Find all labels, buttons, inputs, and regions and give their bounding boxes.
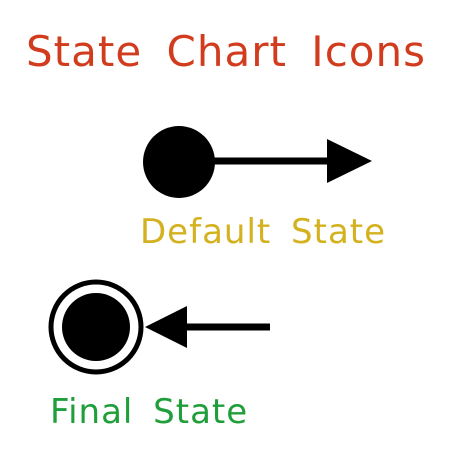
- initial-state-dot: [143, 126, 215, 198]
- default-state-label: Default State: [140, 212, 387, 252]
- page-title: State Chart Icons: [26, 27, 426, 76]
- final-state-label: Final State: [50, 392, 249, 432]
- default-state-icon: [143, 126, 372, 198]
- final-state-dot: [62, 293, 130, 361]
- final-state-icon: [48, 279, 270, 375]
- final-transition-arrowhead: [145, 306, 187, 348]
- default-transition-arrowhead: [327, 139, 372, 183]
